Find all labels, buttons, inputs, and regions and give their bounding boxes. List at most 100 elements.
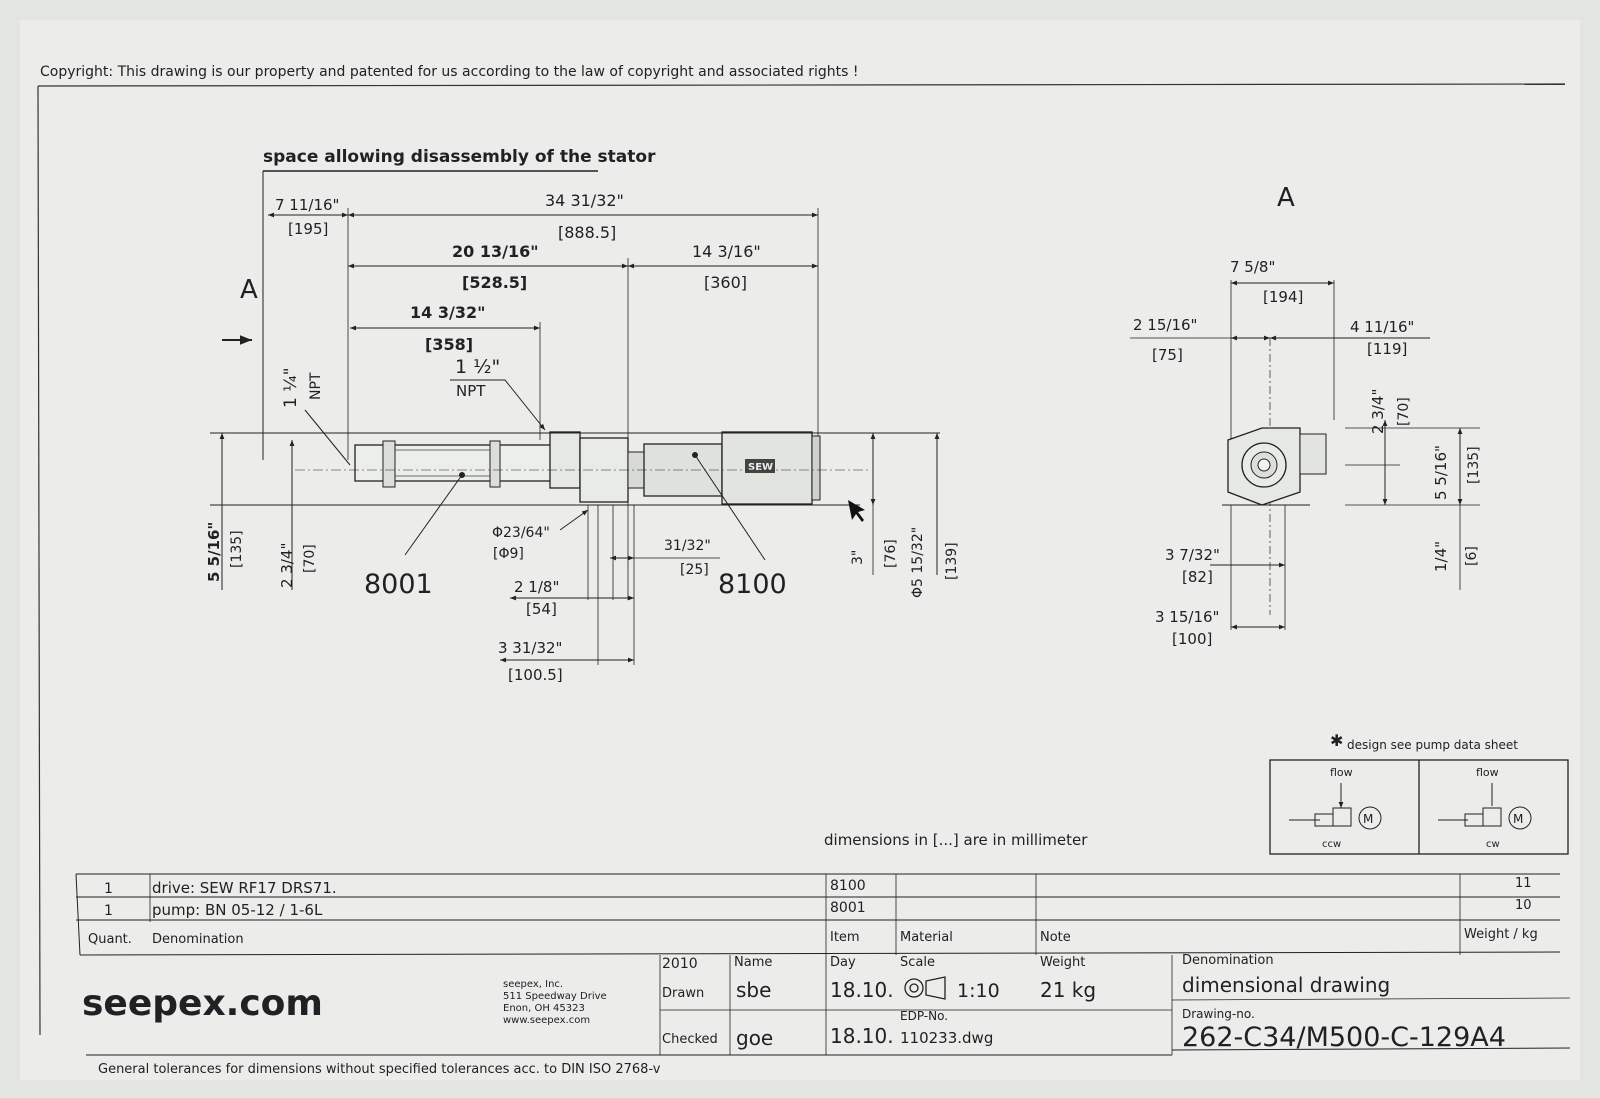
dim-195-mm: [195] bbox=[288, 220, 328, 238]
dim-528-in: 20 13/16" bbox=[452, 242, 539, 261]
header-item: Item bbox=[830, 930, 860, 945]
row2-weight: 10 bbox=[1515, 898, 1532, 913]
motor-fan-cover bbox=[811, 435, 821, 501]
mouse-cursor-icon bbox=[848, 500, 865, 522]
dim-195-in: 7 11/16" bbox=[275, 196, 339, 214]
address-line-4: www.seepex.com bbox=[503, 1015, 590, 1026]
callout-8001: 8001 bbox=[364, 569, 433, 600]
title-block: seepex.com seepex, Inc. 511 Speedway Dri… bbox=[82, 953, 1571, 1077]
flow-direction-box: ✱ design see pump data sheet flow ccw fl… bbox=[1269, 731, 1569, 855]
dim-100-5-mm: [100.5] bbox=[508, 666, 563, 684]
dim-888-mm: [888.5] bbox=[558, 223, 616, 242]
row1-denomination: drive: SEW RF17 DRS71. bbox=[152, 879, 337, 897]
svg-text:M: M bbox=[1513, 812, 1523, 826]
denomination-value: dimensional drawing bbox=[1182, 973, 1390, 997]
flow-right-dir: cw bbox=[1486, 839, 1500, 850]
name-label: Name bbox=[734, 955, 772, 970]
end-dim-135-mm: [135] bbox=[1466, 446, 1482, 484]
pump-symbol-ccw-icon: M bbox=[1289, 783, 1382, 830]
dim-888-in: 34 31/32" bbox=[545, 191, 624, 210]
dim-135-left-in: 5 5/16" bbox=[205, 522, 223, 582]
port-outlet-size: 1 ½" bbox=[455, 356, 500, 378]
dim-54-mm: [54] bbox=[526, 600, 557, 618]
motor bbox=[721, 431, 813, 505]
stator-flange-left bbox=[382, 440, 396, 488]
year: 2010 bbox=[662, 956, 698, 972]
dim-360-in: 14 3/16" bbox=[692, 242, 761, 261]
end-port-flange bbox=[1299, 433, 1327, 475]
port-inlet-size: 1 ¼" bbox=[281, 367, 301, 408]
callout-8100: 8100 bbox=[718, 569, 787, 600]
address-line-3: Enon, OH 45323 bbox=[503, 1003, 585, 1014]
header-quant: Quant. bbox=[88, 932, 132, 947]
end-dim-119-in: 4 11/16" bbox=[1350, 318, 1414, 336]
denomination-label: Denomination bbox=[1182, 953, 1274, 968]
dim-25-mm: [25] bbox=[680, 562, 709, 578]
flow-left-dir: ccw bbox=[1322, 839, 1341, 850]
paper bbox=[20, 20, 1580, 1080]
dim-76-in: 3" bbox=[850, 550, 866, 565]
scale-label: Scale bbox=[900, 955, 935, 970]
asterisk-icon: ✱ bbox=[1330, 731, 1343, 750]
dim-358-in: 14 3/32" bbox=[410, 303, 485, 322]
dim-135-left-mm: [135] bbox=[229, 530, 245, 568]
checked-label: Checked bbox=[662, 1032, 718, 1047]
row1-item: 8100 bbox=[830, 878, 866, 894]
frame-left bbox=[37, 85, 41, 1036]
side-view: space allowing disassembly of the stator… bbox=[205, 147, 960, 684]
header-denomination: Denomination bbox=[152, 932, 244, 947]
drawn-label: Drawn bbox=[662, 986, 704, 1001]
end-dim-135-in: 5 5/16" bbox=[1432, 445, 1450, 500]
row2-qty: 1 bbox=[104, 903, 113, 919]
row2-denomination: pump: BN 05-12 / 1-6L bbox=[152, 901, 323, 919]
dim-139-in: Φ5 15/32" bbox=[910, 527, 926, 598]
checked-day: 18.10. bbox=[830, 1024, 894, 1048]
end-dim-194-in: 7 5/8" bbox=[1230, 258, 1275, 276]
end-dim-70-in: 2 3/4" bbox=[1369, 389, 1387, 434]
svg-text:M: M bbox=[1363, 812, 1373, 826]
weight-label: Weight bbox=[1040, 955, 1085, 970]
end-dim-6-mm: [6] bbox=[1464, 546, 1480, 566]
header-note: Note bbox=[1040, 930, 1071, 945]
drawing-number: 262-C34/M500-C-129A4 bbox=[1182, 1022, 1506, 1053]
end-dim-119-mm: [119] bbox=[1367, 340, 1407, 358]
dim-139-mm: [139] bbox=[944, 542, 960, 580]
pump-housing bbox=[549, 431, 581, 489]
end-dim-194-mm: [194] bbox=[1263, 288, 1303, 306]
flow-right-label: flow bbox=[1476, 766, 1499, 779]
dim-100-5-in: 3 31/32" bbox=[498, 639, 562, 657]
pump-symbol-cw-icon: M bbox=[1438, 783, 1532, 830]
end-view-label: A bbox=[1277, 183, 1295, 213]
address-line-1: seepex, Inc. bbox=[503, 979, 563, 990]
motor-nameplate bbox=[745, 459, 775, 473]
end-dim-100-mm: [100] bbox=[1172, 630, 1212, 648]
dim-hole-in: Φ23/64" bbox=[492, 525, 550, 541]
dim-70-left-in: 2 3/4" bbox=[278, 543, 296, 588]
flow-left-label: flow bbox=[1330, 766, 1353, 779]
copyright-text: Copyright: This drawing is our property … bbox=[40, 64, 859, 80]
drawn-by: sbe bbox=[736, 978, 771, 1002]
end-dim-70-mm: [70] bbox=[1396, 397, 1412, 426]
port-inlet-type: NPT bbox=[308, 372, 324, 400]
units-note: dimensions in [...] are in millimeter bbox=[824, 831, 1088, 849]
end-dim-82-mm: [82] bbox=[1182, 568, 1213, 586]
address-line-2: 511 Speedway Drive bbox=[503, 991, 607, 1002]
checked-by: goe bbox=[736, 1026, 773, 1050]
dim-54-in: 2 1/8" bbox=[514, 578, 559, 596]
motor-brand: SEW bbox=[748, 462, 773, 473]
end-dim-75-mm: [75] bbox=[1152, 346, 1183, 364]
drawn-day: 18.10. bbox=[830, 978, 894, 1002]
drawing-no-label: Drawing-no. bbox=[1182, 1007, 1255, 1021]
edp-value: 110233.dwg bbox=[900, 1029, 993, 1047]
weight-value: 21 kg bbox=[1040, 978, 1096, 1002]
row1-qty: 1 bbox=[104, 881, 113, 897]
day-label: Day bbox=[830, 955, 856, 970]
dim-25-in: 31/32" bbox=[664, 538, 711, 554]
header-material: Material bbox=[900, 930, 953, 945]
stator-space-title: space allowing disassembly of the stator bbox=[263, 147, 656, 167]
end-dim-6-in: 1/4" bbox=[1432, 541, 1450, 572]
scale-value: 1:10 bbox=[957, 980, 1000, 1002]
end-view: A 7 5/8" [194] 2 15/16" [75] 4 11/16" [1… bbox=[1130, 183, 1482, 648]
row1-weight: 11 bbox=[1515, 876, 1532, 891]
